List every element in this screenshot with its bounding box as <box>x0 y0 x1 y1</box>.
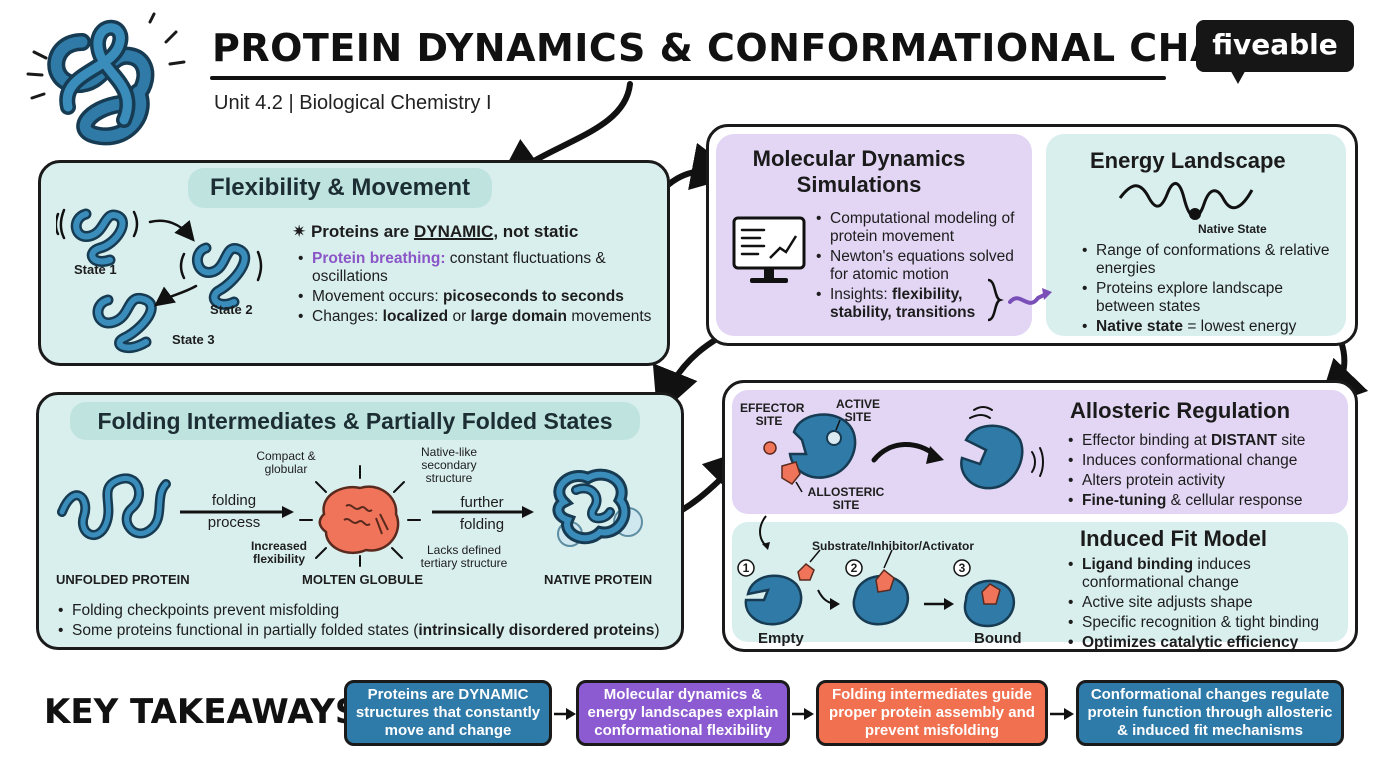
molten-globule-label: MOLTEN GLOBULE <box>302 572 424 587</box>
molten-globule-icon <box>299 465 421 567</box>
page-title: PROTEIN DYNAMICS & CONFORMATIONAL CHANGE… <box>212 26 1339 70</box>
takeaway-3: Folding intermediates guide proper prote… <box>816 680 1048 746</box>
unfolded-protein-icon <box>57 473 171 540</box>
lead-prefix: Proteins are <box>310 222 414 241</box>
folding-heading: Folding Intermediates & Partially Folded… <box>70 402 640 440</box>
flexibility-lead: ✷ Proteins are DYNAMIC, not static <box>292 222 578 242</box>
takeaway-4: Conformational changes regulate protein … <box>1076 680 1344 746</box>
step-2-label: 2 <box>850 561 858 575</box>
takeaway-arrows <box>554 708 1074 720</box>
allo-bullet-3: Alters protein activity <box>1066 472 1346 490</box>
energy-heading: Energy Landscape <box>1090 148 1286 173</box>
logo-tail <box>1228 66 1248 84</box>
takeaway-1: Proteins are DYNAMIC structures that con… <box>344 680 552 746</box>
folding-bullet-2: Some proteins functional in partially fo… <box>56 622 676 640</box>
flexibility-heading: Flexibility & Movement <box>188 168 492 208</box>
induced-fit-bullets: Ligand binding induces conformational ch… <box>1066 556 1346 654</box>
allosteric-heading: Allosteric Regulation <box>1070 398 1291 423</box>
induced-bullet-3: Specific recognition & tight binding <box>1066 614 1346 632</box>
protein-states-icon <box>56 208 263 354</box>
folding-process-label: folding process <box>207 492 261 531</box>
unfolded-label: UNFOLDED PROTEIN <box>56 572 190 587</box>
induced-bullet-2: Active site adjusts shape <box>1066 594 1346 612</box>
md-bullets: Computational modeling of protein moveme… <box>814 210 1026 324</box>
native-state-label: Native State <box>1198 222 1267 236</box>
further-folding-label: further folding <box>459 494 505 533</box>
key-takeaways-title: KEY TAKEAWAYS <box>44 692 360 732</box>
step-1-label: 1 <box>742 561 750 575</box>
substrate-label: Substrate/Inhibitor/Activator <box>812 539 975 553</box>
state-3-label: State 3 <box>172 332 215 347</box>
induced-fit-heading: Induced Fit Model <box>1080 526 1267 551</box>
native-protein-label: NATIVE PROTEIN <box>544 572 653 587</box>
md-heading: Molecular Dynamics Simulations <box>752 146 966 197</box>
allo-bullet-4: Fine-tuning & cellular response <box>1066 492 1346 510</box>
lacks-tertiary-label: Lacks defined tertiary structure <box>420 543 508 570</box>
state-1-label: State 1 <box>74 262 117 277</box>
takeaway-2: Molecular dynamics & energy landscapes e… <box>576 680 790 746</box>
star-icon: ✷ <box>292 222 311 241</box>
energy-bullet-1: Range of conformations & relative energi… <box>1080 242 1342 278</box>
flex-bullet-3: Changes: localized or large domain movem… <box>296 308 660 326</box>
brace-wave-icon <box>987 278 1052 322</box>
step-3-label: 3 <box>958 561 966 575</box>
allosteric-site-label: ALLOSTERIC SITE <box>807 485 885 512</box>
allo-bullet-2: Induces conformational change <box>1066 452 1346 470</box>
increased-flexibility-label: Increased flexibility <box>250 539 308 566</box>
bound-label: Bound <box>974 630 1022 647</box>
empty-label: Empty <box>758 630 804 647</box>
energy-bullets: Range of conformations & relative energi… <box>1080 242 1342 338</box>
flex-bullet-1: Protein breathing: constant fluctuations… <box>296 250 660 286</box>
flex-bullet-2: Movement occurs: picoseconds to seconds <box>296 288 660 306</box>
flexibility-bullets: Protein breathing: constant fluctuations… <box>296 250 660 328</box>
compact-label: Compact & globular <box>256 449 316 476</box>
folding-bullets: Folding checkpoints prevent misfolding S… <box>56 602 676 642</box>
effector-site-label: EFFECTOR SITE <box>740 401 805 428</box>
md-bullet-3: Insights: flexibility, stability, transi… <box>814 286 1026 322</box>
page-subtitle: Unit 4.2 | Biological Chemistry I <box>214 92 492 114</box>
induced-bullet-1: Ligand binding induces conformational ch… <box>1066 556 1346 592</box>
allosteric-diagram-icon <box>763 406 1044 493</box>
folding-arrow-1 <box>180 506 294 518</box>
state-2-label: State 2 <box>210 302 253 317</box>
induced-fit-diagram-icon <box>737 515 1016 628</box>
allosteric-bullets: Effector binding at DISTANT site Induces… <box>1066 432 1346 512</box>
protein-logo-icon <box>26 12 186 146</box>
md-bullet-2: Newton's equations solved for atomic mot… <box>814 248 1026 284</box>
title-underline <box>210 76 1166 80</box>
allo-bullet-1: Effector binding at DISTANT site <box>1066 432 1346 450</box>
lead-key: DYNAMIC <box>413 222 494 241</box>
lead-suffix: , not static <box>493 222 579 241</box>
md-bullet-1: Computational modeling of protein moveme… <box>814 210 1026 246</box>
folding-bullet-1: Folding checkpoints prevent misfolding <box>56 602 676 620</box>
energy-bullet-3: Native state = lowest energy <box>1080 318 1342 336</box>
native-like-label: Native-like secondary structure <box>420 445 477 485</box>
active-site-label: ACTIVE SITE <box>835 397 880 424</box>
computer-monitor-icon <box>732 216 806 283</box>
folding-arrow-2 <box>432 506 534 518</box>
induced-bullet-4: Optimizes catalytic efficiency <box>1066 634 1346 652</box>
energy-bullet-2: Proteins explore landscape between state… <box>1080 280 1342 316</box>
energy-landscape-icon <box>1118 182 1254 220</box>
native-protein-icon <box>552 468 643 547</box>
fiveable-logo[interactable]: fiveable <box>1196 20 1354 72</box>
